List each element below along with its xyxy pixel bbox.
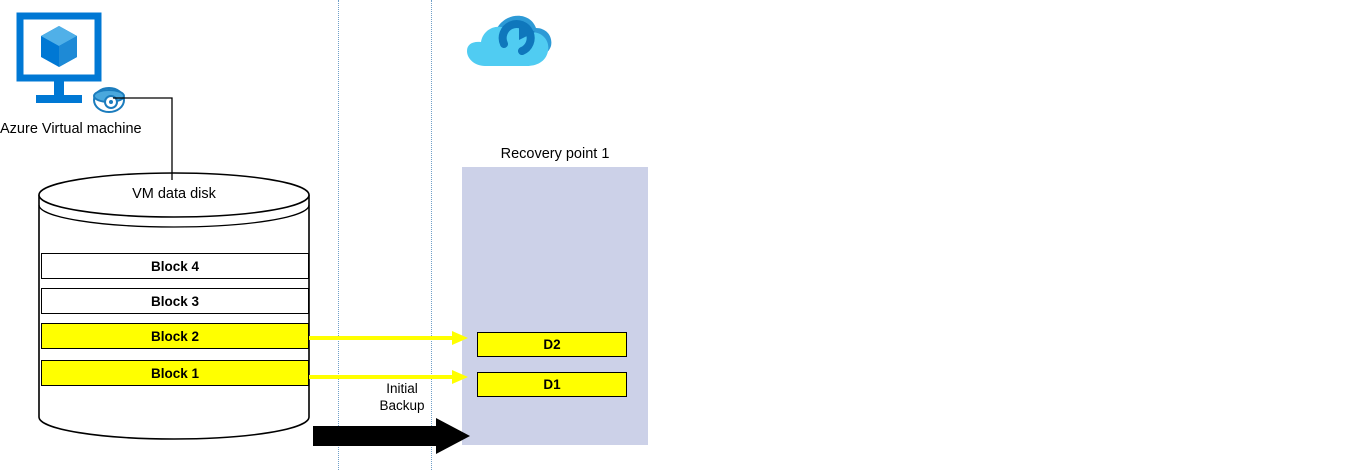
azure-virtual-machine-icon [14, 10, 134, 115]
vm-data-disk-label: VM data disk [132, 186, 216, 202]
vm-label: Azure Virtual machine [0, 121, 142, 137]
initial-backup-caption-line2: Backup [379, 398, 425, 413]
block-2: Block 2 [41, 323, 309, 349]
recovery-point-panel [462, 167, 648, 445]
arrow-block2-to-d2 [309, 331, 468, 345]
recovery-block-d1: D1 [477, 372, 627, 397]
recovery-point-title: Recovery point 1 [500, 146, 610, 162]
block-1: Block 1 [41, 360, 309, 386]
recovery-block-d2: D2 [477, 332, 627, 357]
arrow-initial-backup [313, 418, 470, 454]
initial-backup-caption: Initial Backup [352, 380, 452, 414]
block-4: Block 4 [41, 253, 309, 279]
guide-line-left [338, 0, 339, 470]
guide-line-right [431, 0, 432, 470]
initial-backup-caption-line1: Initial [386, 381, 418, 396]
azure-backup-cloud-icon [455, 8, 565, 92]
block-3: Block 3 [41, 288, 309, 314]
